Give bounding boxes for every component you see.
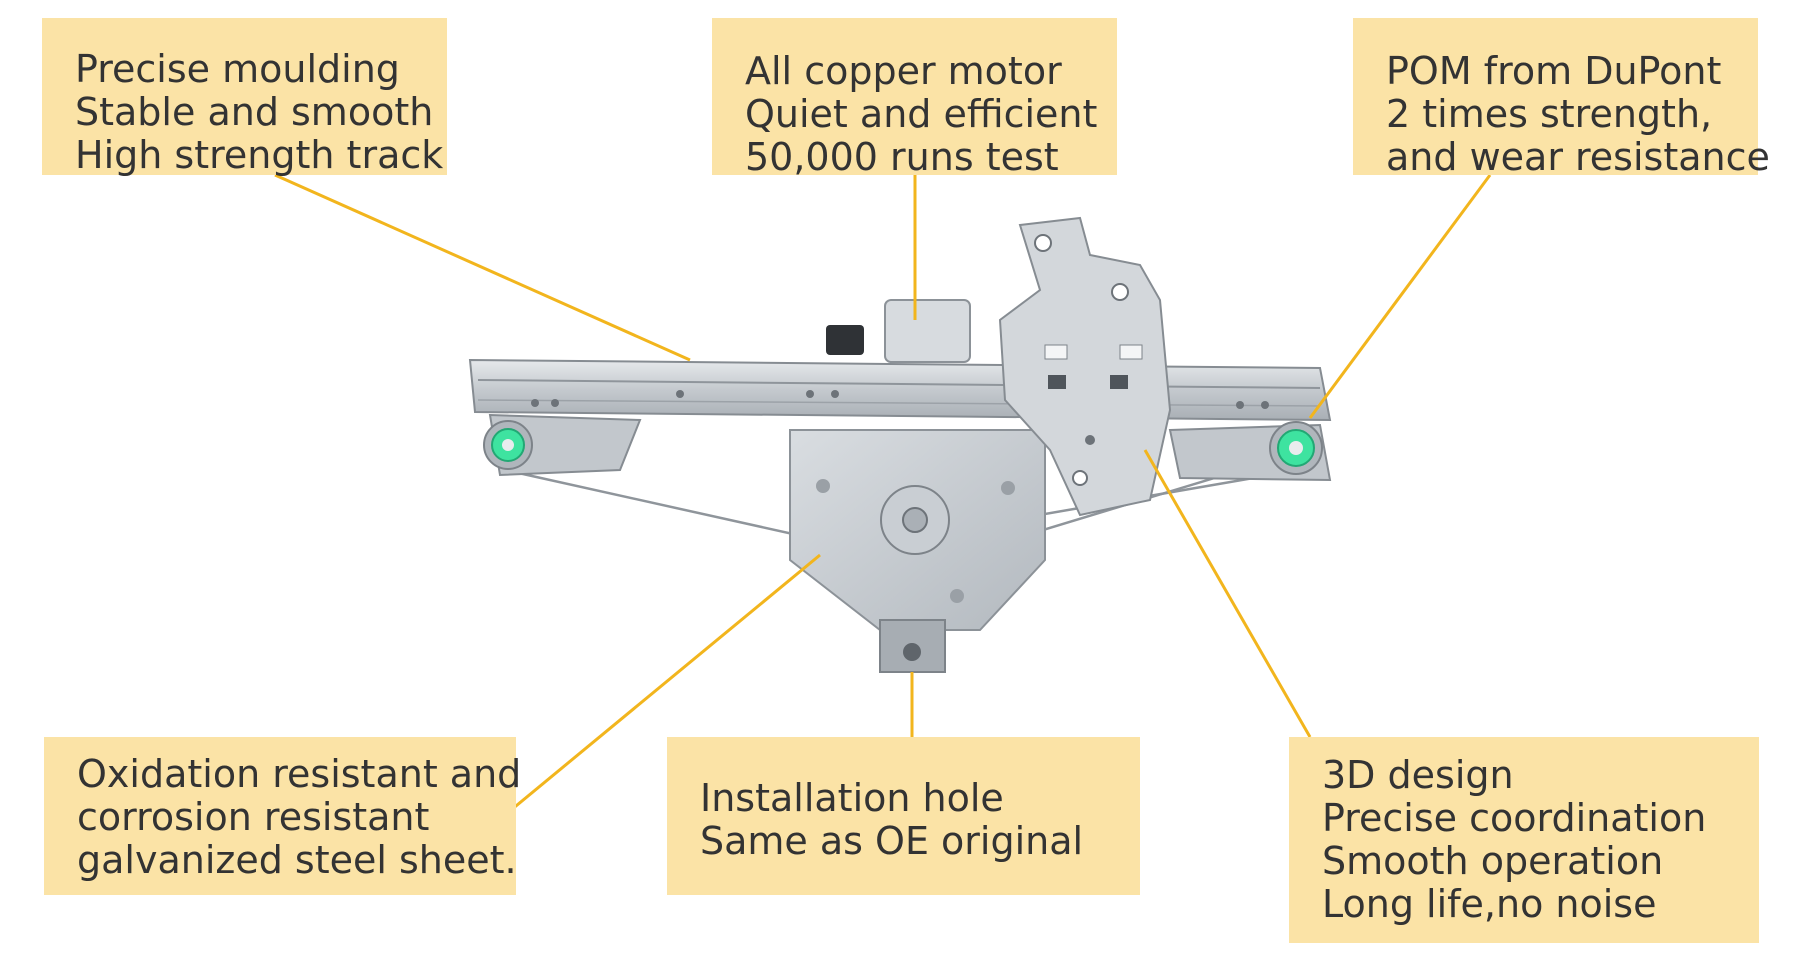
callout-design-line: Long life,no noise [1322, 882, 1657, 926]
callout-design-line: Precise coordination [1322, 796, 1707, 840]
roller-left [483, 420, 533, 470]
callout-track-line: Stable and smooth [75, 90, 434, 134]
callout-motor-line: 50,000 runs test [745, 135, 1059, 179]
callout-design: 3D design Precise coordination Smooth op… [1289, 737, 1759, 943]
callout-track-line: High strength track [75, 133, 444, 177]
callout-motor-line: Quiet and efficient [745, 92, 1098, 136]
callout-track: Precise moulding Stable and smooth High … [42, 18, 447, 177]
callout-pom-line: POM from DuPont [1386, 49, 1722, 93]
callout-pom-line: and wear resistance [1386, 135, 1770, 179]
leader-lines [274, 173, 1492, 817]
callout-motor-line: All copper motor [745, 49, 1062, 93]
callout-track-line: Precise moulding [75, 47, 400, 91]
callout-hole: Installation hole Same as OE original [667, 737, 1140, 895]
callout-steel-line: Oxidation resistant and [77, 752, 522, 796]
callout-steel: Oxidation resistant and corrosion resist… [44, 737, 522, 895]
callout-design-line: Smooth operation [1322, 839, 1664, 883]
callout-hole-line: Installation hole [700, 776, 1004, 820]
callout-design-line: 3D design [1322, 753, 1514, 797]
rail [468, 358, 1332, 422]
roller-right [1269, 421, 1323, 475]
callout-steel-line: galvanized steel sheet. [77, 838, 517, 882]
callout-pom-line: 2 times strength, [1386, 92, 1713, 136]
motor [884, 299, 971, 363]
callout-pom: POM from DuPont 2 times strength, and we… [1353, 18, 1770, 179]
callout-motor: All copper motor Quiet and efficient 50,… [712, 18, 1117, 179]
callout-steel-line: corrosion resistant [77, 795, 430, 839]
callout-hole-line: Same as OE original [700, 819, 1084, 863]
